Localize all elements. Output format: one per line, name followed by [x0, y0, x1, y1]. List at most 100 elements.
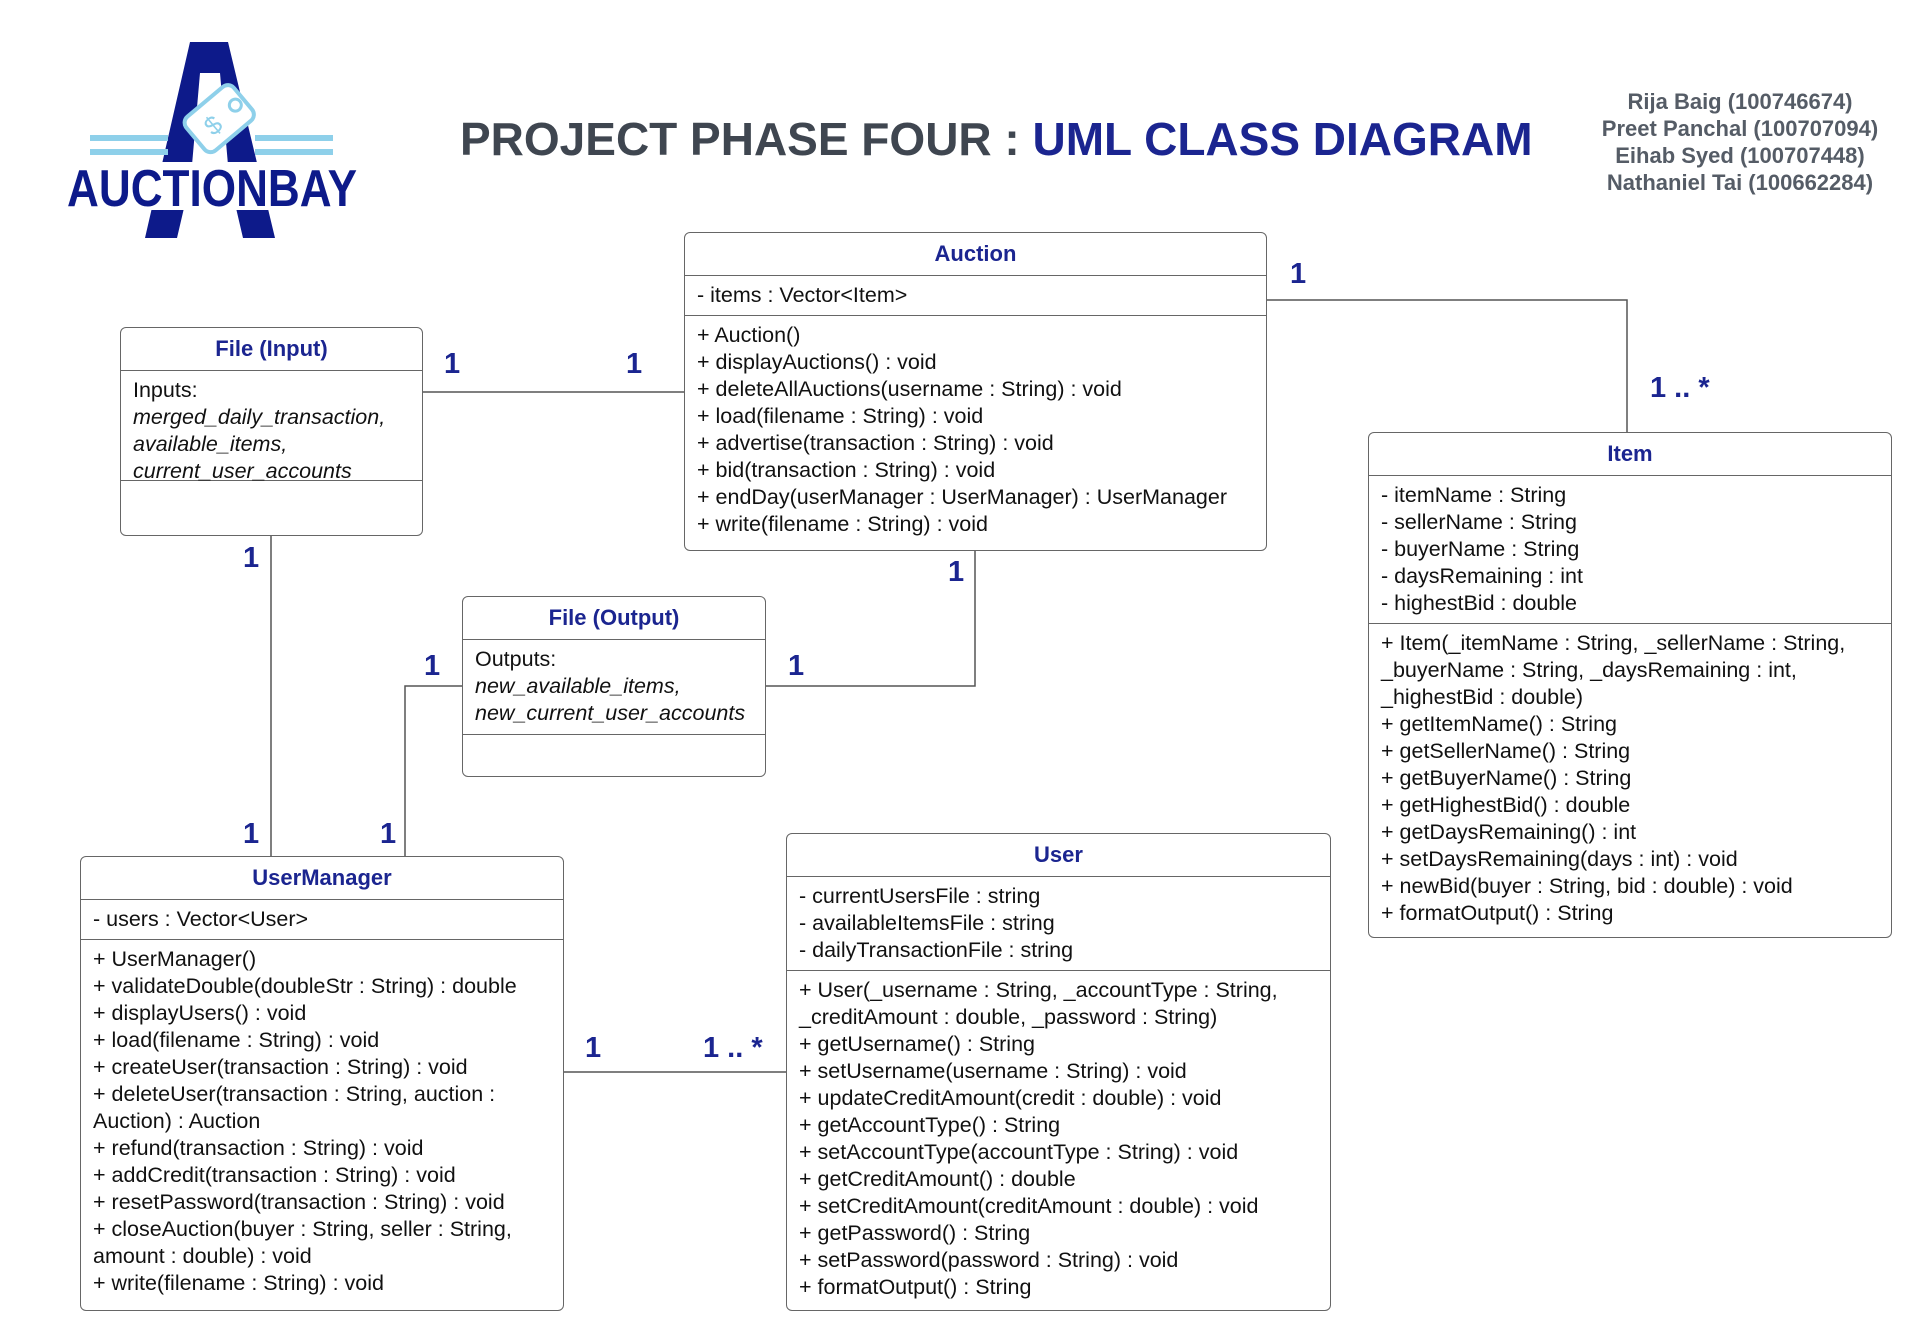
method: + getPassword() : String [799, 1221, 1031, 1245]
methods-section: + Auction() + displayAuctions() : void +… [685, 316, 1266, 544]
class-name: Auction [685, 233, 1266, 276]
class-name: UserManager [81, 857, 563, 900]
method: + displayAuctions() : void [697, 350, 937, 374]
method: + write(filename : String) : void [697, 512, 988, 536]
method: + write(filename : String) : void [93, 1271, 384, 1295]
method: + endDay(userManager : UserManager) : Us… [697, 485, 1227, 509]
multiplicity-output-um-a: 1 [424, 650, 441, 682]
output-file: new_available_items, [475, 674, 681, 698]
attributes-section: Outputs: new_available_items, new_curren… [463, 640, 765, 735]
method: + getSellerName() : String [1381, 739, 1631, 763]
methods-section: + UserManager() + validateDouble(doubleS… [81, 940, 563, 1303]
multiplicity-input-um-a: 1 [243, 542, 260, 574]
method: + displayUsers() : void [93, 1001, 307, 1025]
multiplicity-um-user-b: 1 .. * [703, 1032, 763, 1064]
method: + refund(transaction : String) : void [93, 1136, 424, 1160]
method: _buyerName : String, _daysRemaining : in… [1381, 658, 1797, 682]
attribute: - dailyTransactionFile : string [799, 938, 1074, 962]
method: + resetPassword(transaction : String) : … [93, 1190, 505, 1214]
method: + setDaysRemaining(days : int) : void [1381, 847, 1738, 871]
method: + Auction() [697, 323, 801, 347]
multiplicity-auction-item-a: 1 [1290, 258, 1307, 290]
method: + getHighestBid() : double [1381, 793, 1631, 817]
attributes-section: - currentUsersFile : string - availableI… [787, 877, 1330, 971]
assoc-auction-item [1265, 299, 1628, 432]
multiplicity-input-auction-b: 1 [626, 348, 643, 380]
assoc-output-auction [766, 551, 976, 687]
author-name: Rija Baig (100746674) [1627, 89, 1853, 114]
attributes-section: Inputs: merged_daily_transaction, availa… [121, 371, 422, 483]
multiplicity-output-auction-b: 1 [948, 556, 965, 588]
authors-list: Rija Baig (100746674) Preet Panchal (100… [1590, 88, 1890, 196]
class-file-input[interactable]: File (Input) Inputs: merged_daily_transa… [120, 327, 423, 536]
multiplicity-input-auction-a: 1 [444, 348, 461, 380]
attribute: - highestBid : double [1381, 591, 1578, 615]
attribute: - daysRemaining : int [1381, 564, 1583, 588]
class-name: Item [1369, 433, 1891, 476]
method: Auction) : Auction [93, 1109, 261, 1133]
method: + newBid(buyer : String, bid : double) :… [1381, 874, 1793, 898]
method: + getAccountType() : String [799, 1113, 1061, 1137]
attributes-section: - items : Vector<Item> [685, 276, 1266, 316]
multiplicity-auction-item-b: 1 .. * [1650, 372, 1710, 404]
title-prefix: PROJECT PHASE FOUR : [460, 113, 1020, 165]
logo-text: AUCTIONBAY [67, 160, 357, 218]
multiplicity-um-user-a: 1 [585, 1032, 602, 1064]
page-title: PROJECT PHASE FOUR : UML CLASS DIAGRAM [460, 112, 1560, 166]
class-name: File (Input) [121, 328, 422, 371]
multiplicity-output-auction-a: 1 [788, 650, 805, 682]
method: + UserManager() [93, 947, 257, 971]
method: + getDaysRemaining() : int [1381, 820, 1637, 844]
method: + advertise(transaction : String) : void [697, 431, 1054, 455]
author-name: Nathaniel Tai (100662284) [1606, 170, 1874, 195]
author-name: Preet Panchal (100707094) [1601, 116, 1879, 141]
class-auction[interactable]: Auction - items : Vector<Item> + Auction… [684, 232, 1267, 551]
attributes-section: - itemName : String - sellerName : Strin… [1369, 476, 1891, 624]
methods-section: + User(_username : String, _accountType … [787, 971, 1330, 1307]
class-item[interactable]: Item - itemName : String - sellerName : … [1368, 432, 1892, 938]
output-file: new_current_user_accounts [475, 701, 746, 725]
methods-section: + Item(_itemName : String, _sellerName :… [1369, 624, 1891, 933]
method: + deleteAllAuctions(username : String) :… [697, 377, 1122, 401]
method: + setPassword(password : String) : void [799, 1248, 1179, 1272]
method: + getCreditAmount() : double [799, 1167, 1076, 1191]
method: + createUser(transaction : String) : voi… [93, 1055, 468, 1079]
attribute: - currentUsersFile : string [799, 884, 1041, 908]
method: + formatOutput() : String [1381, 901, 1614, 925]
assoc-output-usermanager [404, 685, 462, 856]
class-file-output[interactable]: File (Output) Outputs: new_available_ite… [462, 596, 766, 777]
method: + load(filename : String) : void [697, 404, 984, 428]
class-usermanager[interactable]: UserManager - users : Vector<User> + Use… [80, 856, 564, 1311]
multiplicity-output-um-b: 1 [380, 818, 397, 850]
multiplicity-input-um-b: 1 [243, 818, 260, 850]
method: amount : double) : void [93, 1244, 312, 1268]
method: + bid(transaction : String) : void [697, 458, 996, 482]
input-file: merged_daily_transaction, [133, 405, 386, 429]
method: + formatOutput() : String [799, 1275, 1032, 1299]
class-name: File (Output) [463, 597, 765, 640]
attributes-section: - users : Vector<User> [81, 900, 563, 940]
class-user[interactable]: User - currentUsersFile : string - avail… [786, 833, 1331, 1311]
author-name: Eihab Syed (100707448) [1615, 143, 1865, 168]
inputs-label: Inputs: [133, 378, 198, 402]
method: + setCreditAmount(creditAmount : double)… [799, 1194, 1259, 1218]
methods-section [463, 735, 765, 747]
method: + deleteUser(transaction : String, aucti… [93, 1082, 496, 1106]
class-name: User [787, 834, 1330, 877]
method: + addCredit(transaction : String) : void [93, 1163, 456, 1187]
attribute: - users : Vector<User> [93, 907, 309, 931]
attribute: - itemName : String [1381, 483, 1567, 507]
method: _highestBid : double) [1381, 685, 1584, 709]
method: + updateCreditAmount(credit : double) : … [799, 1086, 1222, 1110]
input-file: available_items, [133, 432, 288, 456]
outputs-label: Outputs: [475, 647, 557, 671]
method: + setAccountType(accountType : String) :… [799, 1140, 1239, 1164]
attribute: - buyerName : String [1381, 537, 1580, 561]
method: + User(_username : String, _accountType … [799, 978, 1278, 1002]
method: + getItemName() : String [1381, 712, 1617, 736]
method: + getUsername() : String [799, 1032, 1035, 1056]
attribute: - availableItemsFile : string [799, 911, 1055, 935]
method: + validateDouble(doubleStr : String) : d… [93, 974, 517, 998]
auctionbay-logo: $ AUCTIONBAY [60, 42, 370, 238]
